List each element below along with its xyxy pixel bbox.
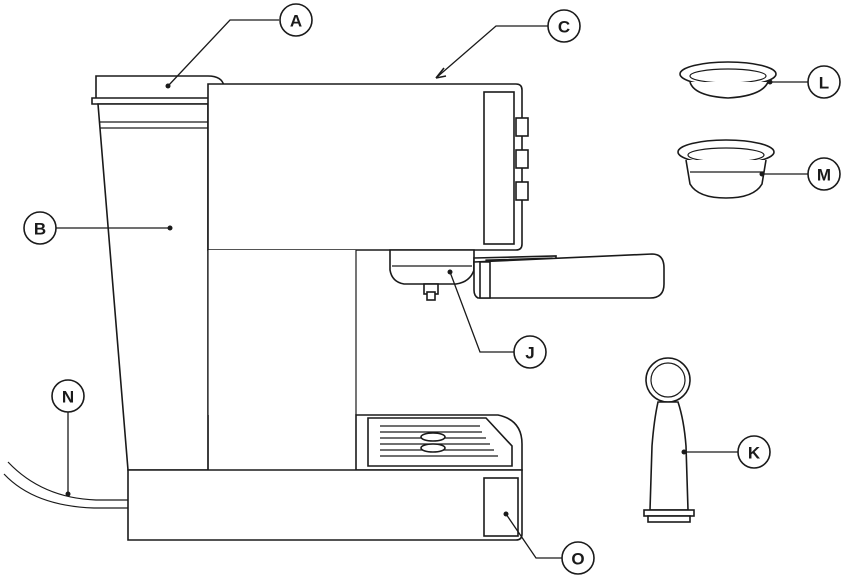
callout-j-label: J xyxy=(525,344,534,363)
filter-holder xyxy=(389,249,665,301)
callout-k-label: K xyxy=(748,444,761,463)
callout-b: B xyxy=(23,211,57,245)
callout-m: M xyxy=(807,157,841,191)
callout-o: O xyxy=(561,541,595,575)
callout-a-label: A xyxy=(290,12,302,31)
callout-j: J xyxy=(513,335,547,369)
callout-l: L xyxy=(807,65,841,99)
callout-a: A xyxy=(279,3,313,37)
tamper xyxy=(643,357,695,523)
machine-housing xyxy=(207,83,529,470)
control-button-3 xyxy=(515,181,529,201)
callout-n-label: N xyxy=(62,388,74,407)
callout-b-label: B xyxy=(34,220,46,239)
drip-tray xyxy=(355,414,523,471)
callout-c: C xyxy=(547,9,581,43)
base-front-panel xyxy=(483,477,519,537)
control-button-2 xyxy=(515,149,529,169)
filter-two-cup xyxy=(677,139,775,199)
water-tank xyxy=(91,75,225,471)
callout-l-label: L xyxy=(819,74,829,93)
callout-m-label: M xyxy=(817,166,831,185)
callout-k: K xyxy=(737,435,771,469)
callout-o-label: O xyxy=(571,550,584,569)
control-button-1 xyxy=(515,117,529,137)
leader-lines xyxy=(56,19,808,559)
filter-one-cup xyxy=(679,61,777,99)
callout-n: N xyxy=(51,379,85,413)
power-cord xyxy=(3,461,128,509)
machine-base xyxy=(127,469,523,541)
callout-c-label: C xyxy=(558,18,570,37)
